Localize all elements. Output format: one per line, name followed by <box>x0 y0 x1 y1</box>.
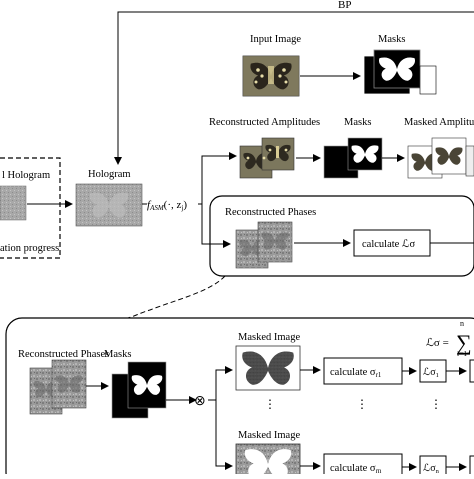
l-sigma-n-text: ℒσn <box>423 463 440 474</box>
sum-box-partial-1 <box>469 359 474 383</box>
phases-rounded-box <box>209 195 474 277</box>
calculate-lsigma-box <box>353 229 431 257</box>
masks-label-top: Masks <box>378 34 405 45</box>
progress-partial-label: ation progress <box>0 243 59 254</box>
multiply-branch-lines <box>208 366 233 470</box>
masked-amplitudes-partial-label: Masked Amplitu <box>404 117 474 128</box>
ellipsis-1: ⋮ <box>356 397 368 411</box>
masks-label-mid: Masks <box>344 117 371 128</box>
calculate-sigma-r1-text: calculate σr1 <box>330 367 382 379</box>
sum-sigma: ∑ <box>456 330 472 355</box>
detail-rounded-box <box>5 317 474 479</box>
calculate-lsigma-text: calculate ℒσ <box>362 238 415 250</box>
ellipsis-3: ⋮ <box>264 397 276 411</box>
hologram-partial-label: l Hologram <box>2 170 50 181</box>
left-dashed-box <box>0 157 61 259</box>
masked-image-1 <box>235 345 301 391</box>
asm-function-label: fASM(·, zj) <box>147 199 187 212</box>
multiply-symbol: ⊗ <box>194 394 206 409</box>
reconstructed-phases-label-detail: Reconstructed Phases <box>18 349 109 360</box>
sum-lower: i=1 <box>457 349 467 358</box>
masked-image-2 <box>235 443 301 479</box>
masks-stack-detail <box>111 361 167 419</box>
masked-image-label-2: Masked Image <box>238 430 300 441</box>
masks-label-detail: Masks <box>104 349 131 360</box>
bp-label: BP <box>338 0 351 11</box>
masked-image-label-1: Masked Image <box>238 332 300 343</box>
reconstructed-amplitudes-label: Reconstructed Amplitudes <box>209 117 320 128</box>
bp-feedback-line <box>114 11 474 165</box>
asm-branch-lines <box>198 152 237 248</box>
reconstructed-phases-stack-mid <box>235 221 293 269</box>
sum-lhs: ℒσ = <box>426 337 449 349</box>
input-image <box>242 55 300 97</box>
sum-box-partial-n <box>469 455 474 479</box>
reconstructed-phases-label-mid: Reconstructed Phases <box>225 207 316 218</box>
calculate-sigma-rn-text: calculate σrn <box>330 463 382 474</box>
ellipsis-2: ⋮ <box>430 397 442 411</box>
reconstructed-phases-stack-detail <box>29 359 87 415</box>
masks-stack-mid <box>323 137 383 179</box>
sum-upper: n <box>460 319 464 328</box>
dashed-connector <box>127 275 226 319</box>
masks-stack-top <box>363 49 437 95</box>
input-image-label: Input Image <box>250 34 301 45</box>
reconstructed-amplitudes-stack <box>239 137 295 179</box>
hologram-label: Hologram <box>88 169 131 180</box>
hologram-image <box>75 183 143 227</box>
masked-amplitudes-stack <box>407 137 474 179</box>
l-sigma-1-text: ℒσ1 <box>423 367 439 379</box>
